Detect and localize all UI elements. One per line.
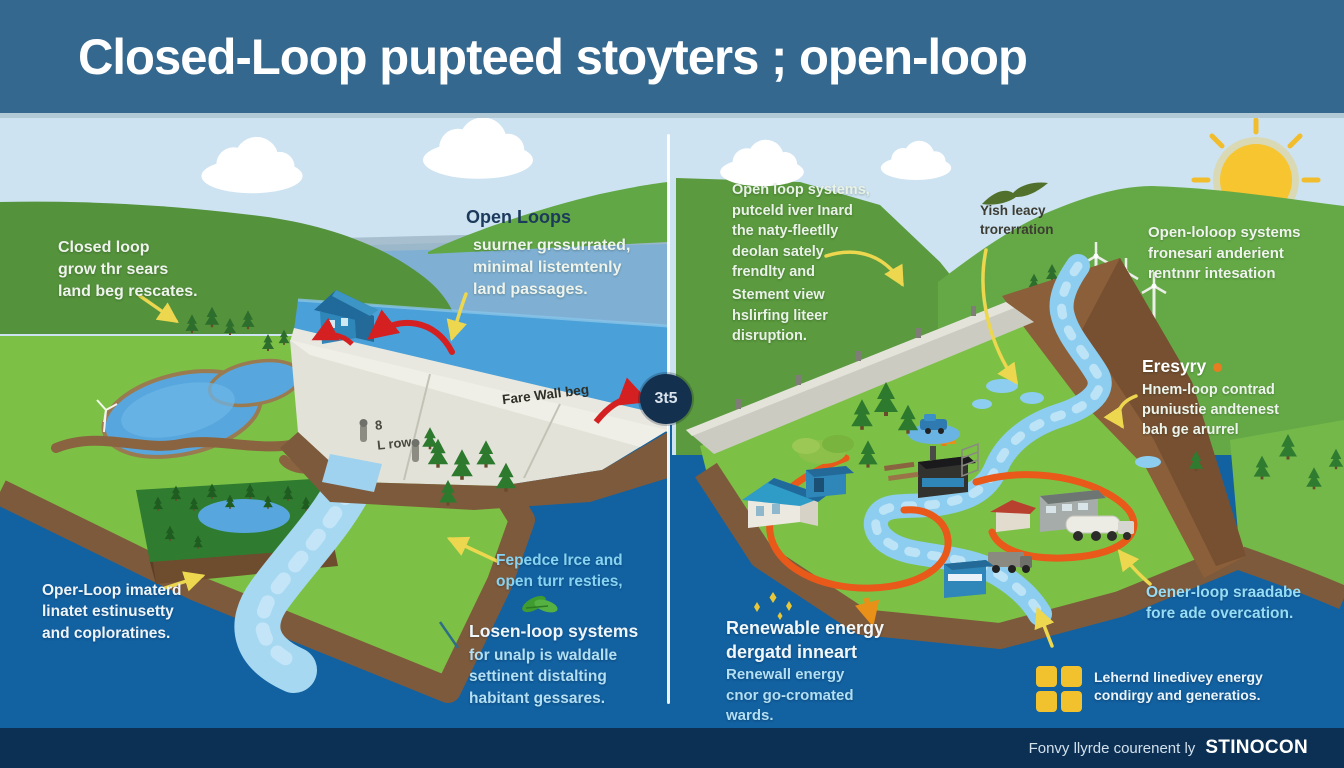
legend-swatch [1061,666,1082,687]
label-losen-heading: Losen-loop systems [469,621,639,641]
flow-arrow-red [311,309,650,424]
page-title: Closed-Loop pupteed stoyters ; open-loop [78,28,1028,85]
car-pond [908,414,960,444]
label-energy-body: Hnem-loop contrad puniustie andtenest ba… [1142,382,1279,438]
left-landscape [0,290,672,728]
red-roof-house [990,500,1036,532]
legend-swatch [1036,691,1057,712]
right-shore-earth [695,462,1243,649]
energy-heading-text: Eresyry [1142,356,1207,376]
label-renewable-body: Renewall energy cnor go-cromated wards. [726,666,854,725]
label-open-loops-body: suurner grssurrated, minimal listemtenly… [473,237,631,299]
label-energy-heading: Eresyry [1142,354,1223,378]
label-dam-small: 8 L row [374,417,413,453]
label-river: Fepedce lrce and open turr resties, [496,552,623,591]
label-bird: Yish leacy trorerration [980,203,1054,237]
label-open-loloop: Open-loloop systems fronesari anderient … [1148,224,1301,283]
label-stement: Stement view hslirfing liteer disruption… [732,287,828,345]
right-landscape [672,254,1344,728]
annotation-arrow-yellow [138,248,1152,648]
dam [280,328,668,510]
title-bar: Closed-Loop pupteed stoyters ; open-loop [0,0,1344,118]
footer: Fonvy llyrde courenent ly STINOCON [0,728,1344,768]
pond [972,379,1161,468]
legend-swatch-grid [1036,666,1082,712]
legend-swatch [1061,691,1082,712]
bollard-icon [359,419,420,462]
label-sraadabe: Oener-loop sraadabe fore ade overcation. [1146,584,1302,623]
pond [101,358,303,459]
annotation-arrow-orange [855,597,880,627]
label-open-loops-heading: Open Loops [466,207,571,227]
scene-illustration [0,118,1344,728]
legend-swatch [1036,666,1057,687]
legend: Lehernd linedivey energy condirgy and ge… [1036,666,1263,712]
leaf-icon [522,595,558,613]
footer-credit: Fonvy llyrde courenent ly [1028,739,1196,757]
label-imated: Oper-Loop imaterd linatet estinusetty an… [42,582,182,642]
label-closed-loop: Closed loop grow thr sears land beg resc… [58,239,198,301]
label-losen-body: for unalp is waldalle settinent distalti… [469,647,618,707]
retaining-wall [686,302,1034,454]
blue-building [944,560,994,598]
sparkle-icon [754,592,792,620]
left-near-hill [428,182,668,254]
annotation-line [438,621,460,649]
energy-dot-icon [1213,363,1223,372]
label-open-loop-systems: Open loop systems, putceld iver Inard th… [732,182,870,281]
shed [806,466,854,498]
bush [792,435,854,464]
truck [988,552,1032,573]
value-badge: 3t5 [640,374,692,424]
tanker-truck [1065,515,1134,541]
legend-label: Lehernd linedivey energy condirgy and ge… [1094,669,1263,704]
footer-brand: STINOCON [1205,737,1308,758]
label-renewable-heading: Renewable energy dergatd inneart [726,618,885,663]
bird-icon [982,182,1048,205]
sketch-turbine-icon [96,399,118,433]
